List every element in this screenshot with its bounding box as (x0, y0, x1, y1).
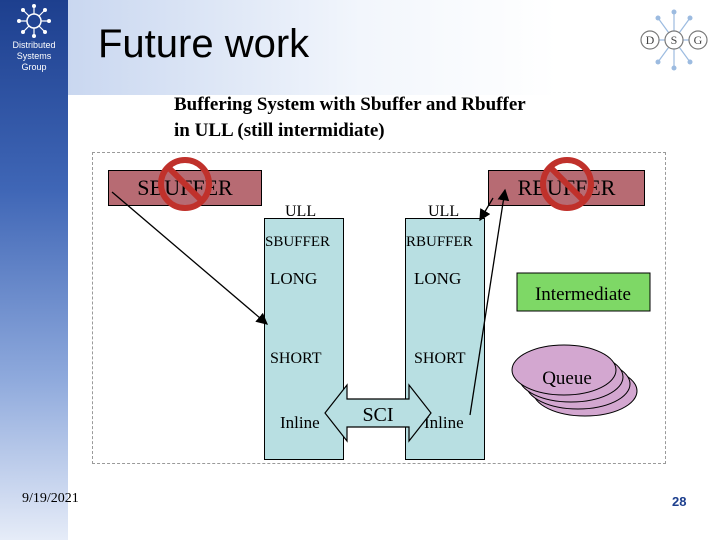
left-sbuffer-label: SBUFFER (265, 234, 331, 250)
left-inline-label: Inline (280, 413, 320, 432)
right-long-label: LONG (414, 269, 462, 288)
network-logo-icon (17, 4, 51, 38)
right-to-rbuffer-arrow (469, 188, 510, 416)
prohibit-sign-icon (158, 157, 212, 211)
dsg-network-logo-icon: D S G (640, 9, 708, 71)
brand-line: Systems (16, 51, 52, 61)
right-short-label: SHORT (414, 350, 466, 367)
rbuffer-box: RBUFFER (488, 170, 645, 206)
brand-line: Distributed (12, 40, 56, 50)
intermediate-label: Intermediate (535, 284, 631, 305)
brand-text: Distributed Systems Group (0, 40, 68, 73)
sbuffer-to-left-arrow (111, 191, 268, 325)
slide-subtitle: Buffering System with Sbuffer and Rbuffe… (174, 92, 526, 144)
dsg-letter: D (646, 33, 655, 47)
left-long-label: LONG (270, 269, 318, 288)
slide-date: 9/19/2021 (22, 491, 79, 506)
sidebar-band (0, 0, 68, 540)
sci-label: SCI (362, 404, 393, 426)
right-rbuffer-label: RBUFFER (406, 234, 473, 250)
header-band (68, 0, 720, 95)
subtitle-line-1: Buffering System with Sbuffer and Rbuffe… (174, 94, 526, 115)
page-number: 28 (672, 494, 687, 509)
dsg-letter: S (671, 33, 678, 47)
rbuffer-to-right-arrow (479, 197, 494, 222)
queue-label: Queue (542, 368, 592, 389)
right-ull-heading: ULL (428, 203, 460, 220)
prohibit-sign-icon (540, 157, 594, 211)
sci-double-arrow: SCI (324, 383, 432, 443)
intermediate-box (516, 272, 651, 312)
left-short-label: SHORT (270, 350, 322, 367)
right-inline-label: Inline (424, 413, 464, 432)
left-ull-heading: ULL (285, 203, 317, 220)
dsg-letter: G (694, 33, 703, 47)
brand-line: Group (21, 62, 47, 72)
subtitle-line-2: in ULL (still intermidiate) (174, 120, 385, 141)
sbuffer-box: SBUFFER (108, 170, 262, 206)
queue-stack: Queue (511, 344, 638, 417)
slide-title: Future work (98, 22, 310, 66)
